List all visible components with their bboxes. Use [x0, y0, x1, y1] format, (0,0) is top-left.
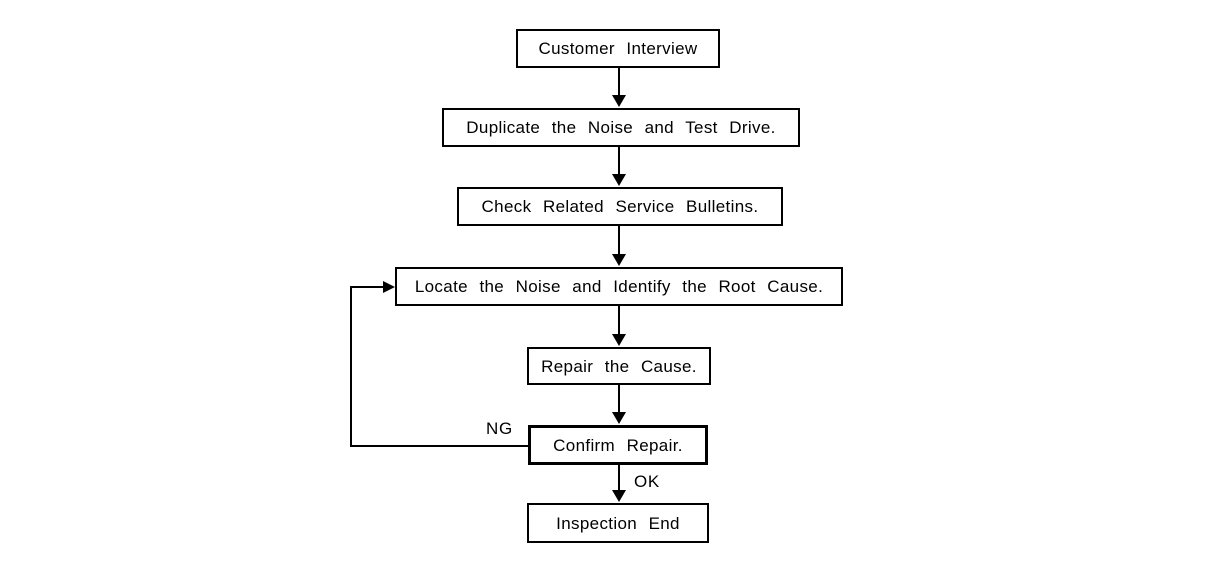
flow-box-customer-interview: Customer Interview: [516, 29, 720, 68]
flow-box-label: Confirm Repair.: [553, 435, 683, 455]
arrow-customer-to-duplicate: [612, 68, 626, 107]
flow-box-inspection-end: Inspection End: [527, 503, 709, 543]
arrow-repair-to-confirm: [612, 385, 626, 424]
arrow-duplicate-to-check: [612, 147, 626, 186]
flow-box-label: Locate the Noise and Identify the Root C…: [414, 277, 824, 296]
ng-loop-connector: [350, 281, 528, 447]
flow-box-label: Check Related Service Bulletins.: [481, 197, 759, 216]
flow-box-label: Inspection End: [556, 513, 680, 533]
edge-label-ng: NG: [486, 419, 513, 438]
flow-box-repair-cause: Repair the Cause.: [527, 347, 711, 385]
flow-box-confirm-repair: Confirm Repair.: [528, 425, 708, 465]
arrow-locate-to-repair: [612, 306, 626, 346]
flow-box-check-service-bulletins: Check Related Service Bulletins.: [457, 187, 783, 226]
flow-box-locate-noise-root-cause: Locate the Noise and Identify the Root C…: [395, 267, 843, 306]
flow-box-label: Repair the Cause.: [541, 356, 697, 376]
flow-box-label: Customer Interview: [538, 39, 698, 58]
edge-label-ok: OK: [634, 472, 660, 491]
flow-box-duplicate-noise-test-drive: Duplicate the Noise and Test Drive.: [442, 108, 800, 147]
arrow-confirm-to-end: [612, 465, 626, 502]
flow-box-label: Duplicate the Noise and Test Drive.: [466, 118, 776, 137]
arrow-check-to-locate: [612, 226, 626, 266]
